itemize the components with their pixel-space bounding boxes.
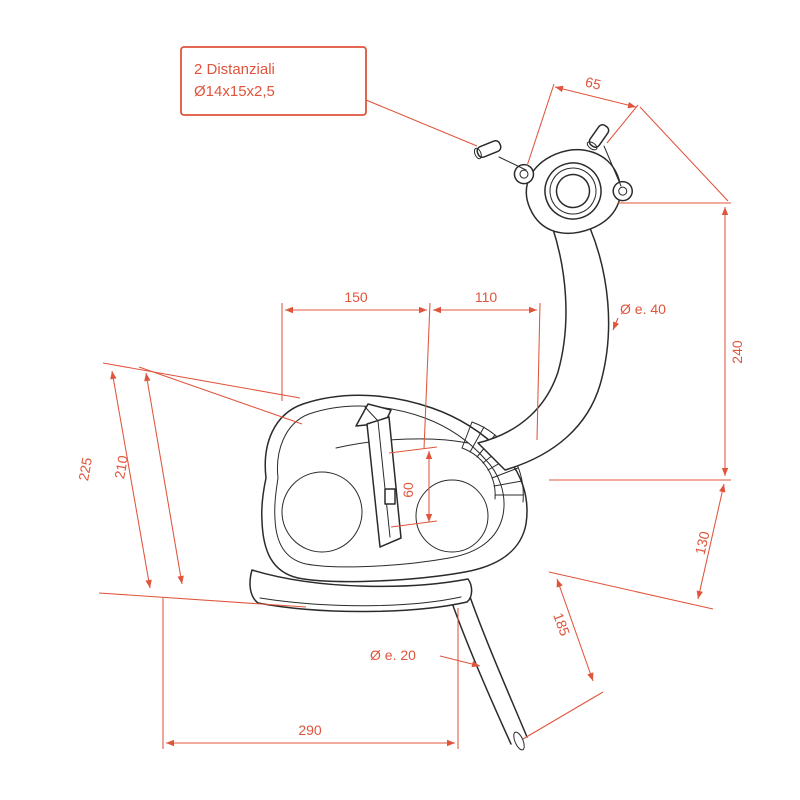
dimension-pipe-diameter: Ø e. 40 bbox=[612, 301, 666, 331]
left-dome bbox=[281, 471, 363, 553]
bracket-clip bbox=[384, 488, 396, 505]
dimension-225: 225 bbox=[75, 362, 307, 608]
dim-65-label: 65 bbox=[584, 74, 603, 93]
bolt-hole-right bbox=[618, 186, 628, 196]
dim-110-label: 110 bbox=[475, 289, 498, 305]
flange-ring-mid bbox=[549, 167, 597, 215]
dimension-65: 65 bbox=[526, 74, 729, 202]
base-plate bbox=[249, 569, 473, 613]
interior-edge-line bbox=[335, 438, 469, 449]
bolt-hole-left bbox=[519, 169, 529, 179]
callout-line1: 2 Distanziali bbox=[194, 61, 275, 78]
stud-axes bbox=[498, 145, 622, 187]
flange-ear-left bbox=[513, 163, 535, 185]
callout-box bbox=[180, 46, 367, 116]
dim-240-label: 240 bbox=[729, 340, 745, 364]
dim-185-label: 185 bbox=[550, 611, 573, 639]
tailpipe bbox=[450, 593, 528, 751]
flange bbox=[513, 148, 633, 234]
callout-leader-line bbox=[365, 99, 478, 147]
dimension-60: 60 bbox=[388, 446, 438, 528]
dim-210-label: 210 bbox=[111, 454, 131, 480]
flange-ear-right bbox=[612, 180, 633, 202]
dimension-185: 185 bbox=[522, 578, 604, 740]
dim-225-label: 225 bbox=[75, 456, 95, 482]
mounting-bracket bbox=[355, 403, 402, 548]
tailpipe-end-cap bbox=[513, 731, 525, 751]
dim-60-label: 60 bbox=[400, 482, 416, 498]
right-dome bbox=[415, 479, 489, 553]
dimension-150: 150 bbox=[281, 289, 431, 450]
dim-130-label: 130 bbox=[692, 529, 713, 556]
callout-line2: Ø14x15x2,5 bbox=[194, 83, 275, 100]
dim-290-label: 290 bbox=[298, 722, 322, 738]
dim-pipe-diameter-label: Ø e. 40 bbox=[620, 301, 666, 317]
dimension-130: 130 bbox=[548, 483, 726, 610]
flange-ring-outer bbox=[544, 162, 602, 220]
muffler-inner-rim bbox=[274, 405, 505, 568]
dim-150-label: 150 bbox=[344, 289, 368, 305]
flange-bore bbox=[555, 173, 591, 209]
dimension-240: 240 bbox=[549, 202, 745, 481]
dimension-110: 110 bbox=[433, 289, 541, 441]
spacer-right bbox=[586, 124, 610, 151]
exhaust-pipe bbox=[477, 225, 610, 471]
callout-spacers: 2 Distanziali Ø14x15x2,5 bbox=[180, 46, 478, 147]
dim-tail-diameter-label: Ø e. 20 bbox=[370, 647, 416, 663]
dimension-210: 210 bbox=[111, 366, 303, 585]
dimension-290: 290 bbox=[162, 598, 459, 749]
spacer-left bbox=[473, 140, 502, 160]
flange-plate bbox=[525, 148, 622, 234]
dimension-tail-diameter: Ø e. 20 bbox=[370, 647, 481, 668]
